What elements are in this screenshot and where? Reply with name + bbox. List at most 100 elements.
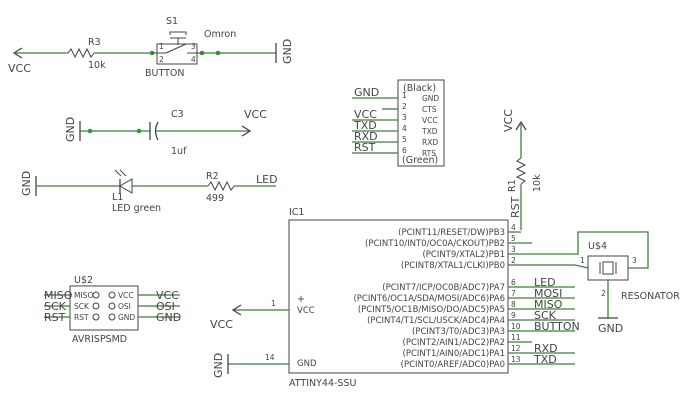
r3-name: R3 <box>88 37 101 48</box>
ftdi-bottom-label: (Green) <box>402 155 438 166</box>
ftdi-net-vcc: VCC <box>354 108 377 121</box>
ftdi-pin-label: VCC <box>422 116 438 125</box>
resistor-r3-icon <box>67 47 95 59</box>
ftdi-connector-icon <box>397 79 445 167</box>
capacitor-c3-icon <box>149 121 159 141</box>
isp-pad-icon <box>108 302 116 310</box>
s1-pin-2: 2 <box>159 55 164 64</box>
ic1-pin-label: (PCINT4/T1/SCL/USCK/ADC4)PA4 <box>367 316 505 326</box>
ic1-pin-number: 9 <box>511 311 516 320</box>
ic1-body-icon <box>288 219 509 374</box>
ic1-pin-label: (PCINT8/XTAL1/CLKI)PB0 <box>401 261 505 271</box>
u2-pin-label: RST <box>74 313 89 322</box>
u4-pin-1: 1 <box>580 256 585 265</box>
u4-label: RESONATOR <box>621 291 680 302</box>
isp-connector-icon <box>69 285 139 331</box>
ic1-net-label: RXD <box>534 342 558 355</box>
capacitor-circuit: GND C3 1uf VCC <box>64 108 267 157</box>
s1-label: BUTTON <box>145 68 185 79</box>
ic1-pin-label: (PCINT1/AIN0/ADC1)PA1 <box>403 349 505 359</box>
u2-pin-label: MISO <box>74 291 93 300</box>
ic1-pin-number: 3 <box>511 245 516 254</box>
s1-name: S1 <box>166 16 178 27</box>
c3-value: 1uf <box>171 146 187 157</box>
l1-name: L1 <box>112 192 123 203</box>
net-label-rst-r1: RST <box>509 196 522 218</box>
c3-name: C3 <box>171 109 184 120</box>
s1-brand: Omron <box>204 29 236 40</box>
resonator-u4: U$4 RESONATOR 1 2 3 GND <box>508 231 680 335</box>
ftdi-header: (Black) (Green) GND VCC TXD RXD RST GND1… <box>352 79 445 167</box>
s1-pin-3: 3 <box>191 42 196 51</box>
ic1-name: IC1 <box>289 207 304 218</box>
ic1-part: ATTINY44-SSU <box>289 378 356 389</box>
u2-net-left: MISO <box>44 289 73 302</box>
u2-net-left: SCK <box>44 300 67 313</box>
ic1-gnd-pin: GND <box>297 359 317 369</box>
ic1-pin-number: 5 <box>511 234 516 243</box>
ftdi-net-gnd: GND <box>354 86 379 99</box>
ic1-pin-label: (PCINT10/INT0/OC0A/CKOUT)PB2 <box>365 239 505 249</box>
ic1-pin-label: (PCINT2/AIN1/ADC2)PA2 <box>403 338 505 348</box>
ic1-net-label: LED <box>534 276 556 289</box>
net-label-led: LED <box>256 173 278 186</box>
ftdi-pin-number: 1 <box>402 91 407 100</box>
ic1-net-label: TXD <box>533 353 557 366</box>
isp-pad-icon <box>92 302 100 310</box>
led-l1-icon <box>114 169 133 194</box>
ic1-pin-label: (PCINT9/XTAL2)PB1 <box>422 250 505 260</box>
net-label-gnd-c3: GND <box>64 117 77 142</box>
ftdi-pin-label: RTS <box>422 149 436 158</box>
isp-pad-icon <box>108 313 116 321</box>
net-label-gnd-u4: GND <box>598 322 623 335</box>
ftdi-net-rst: RST <box>354 141 376 154</box>
u2-net-right: GND <box>156 311 181 324</box>
resistor-r2-icon <box>207 180 235 192</box>
u4-name: U$4 <box>588 241 607 252</box>
ftdi-pin-label: TXD <box>421 127 438 136</box>
ic1-pin-label: (PCINT11/RESET/DW)PB3 <box>398 228 505 238</box>
net-label-gnd-ic1: GND <box>212 353 225 378</box>
net-label-vcc: VCC <box>8 62 31 75</box>
ic1-pin-label: (PCINT3/T0/ADC3)PA3 <box>412 327 505 337</box>
ic1-pin-number: 8 <box>511 300 516 309</box>
l1-value: LED green <box>112 203 161 214</box>
ic1-pin-label: (PCINT6/OC1A/SDA/MOSI/ADC6)PA6 <box>353 294 505 304</box>
r2-name: R2 <box>206 171 219 182</box>
ftdi-pin-number: 2 <box>402 102 407 111</box>
r3-value: 10k <box>88 60 106 71</box>
ftdi-net-rxd: RXD <box>354 130 378 143</box>
ic1-attiny44: IC1 ATTINY44-SSU + VCC GND 1 14 VCC GND … <box>210 207 580 389</box>
u2-pin-label: VCC <box>118 291 134 300</box>
ic1-pin-number: 7 <box>511 289 516 298</box>
ic1-pin-number: 11 <box>511 333 521 342</box>
ic1-plus: + <box>297 294 305 305</box>
reset-pullup: VCC R1 10k RST <box>502 109 543 230</box>
net-label-vcc-c3: VCC <box>244 108 267 121</box>
ic1-net-label: MOSI <box>534 287 562 300</box>
ic1-net-label: SCK <box>534 309 557 322</box>
u2-net-right: VCC <box>156 289 179 302</box>
ic1-net-label: BUTTON <box>534 320 580 333</box>
vcc-arrow-icon <box>231 304 242 316</box>
ic1-pin-number: 12 <box>511 344 521 353</box>
r1-value: 10k <box>532 174 543 192</box>
net-label-vcc-ic1: VCC <box>210 318 233 331</box>
vcc-arrow-icon <box>241 125 252 137</box>
u2-net-left: RST <box>44 311 66 324</box>
led-circuit: GND L1 LED green R2 499 LED <box>20 169 278 214</box>
isp-pad-icon <box>92 291 100 299</box>
ic1-pin-number: 6 <box>511 278 516 287</box>
switch-s1-icon <box>152 31 202 65</box>
u4-pin-2: 2 <box>601 289 606 298</box>
ic1-pin-number: 10 <box>511 322 521 331</box>
ftdi-pin-number: 3 <box>402 113 407 122</box>
ftdi-pin-number: 4 <box>402 124 407 133</box>
u2-name: U$2 <box>74 275 93 286</box>
ftdi-pin-label: RXD <box>422 138 438 147</box>
ftdi-pin-label: CTS <box>422 105 437 114</box>
ic1-pin-number: 4 <box>511 223 516 232</box>
resistor-r1-icon <box>515 157 527 185</box>
ic1-gnd-num: 14 <box>265 353 275 362</box>
ic1-pin-label: (PCINT0/AREF/ADC0)PA0 <box>401 360 505 370</box>
